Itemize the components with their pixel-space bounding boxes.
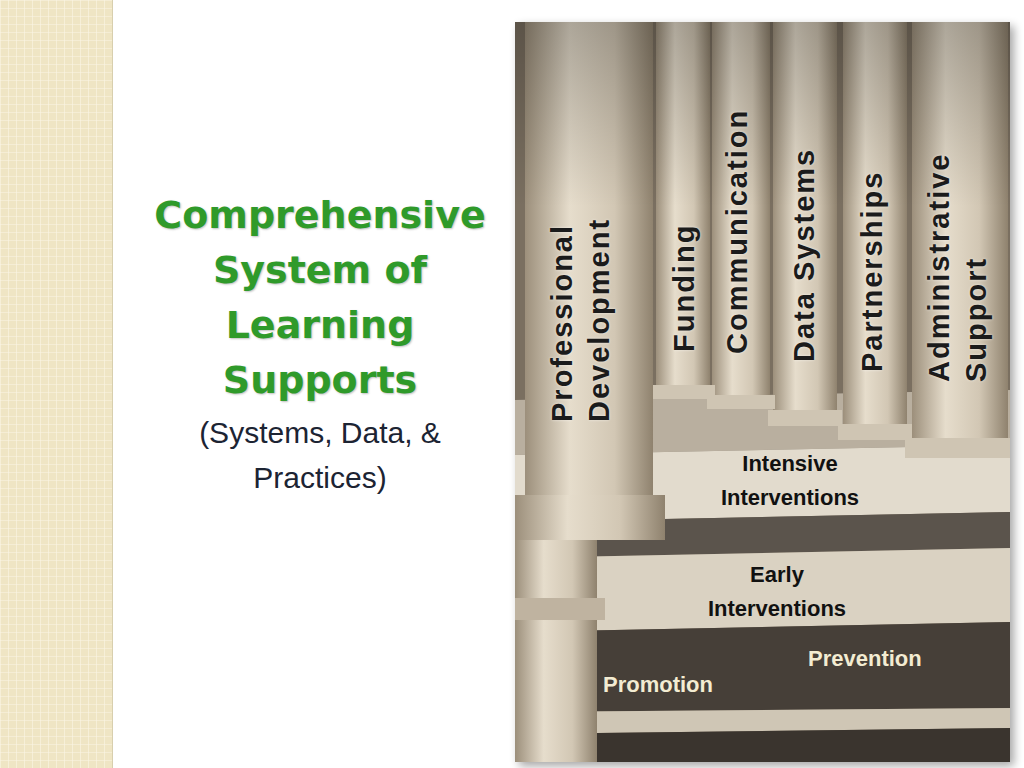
tier-label: Prevention [808, 645, 922, 673]
slide-subtitle: (Systems, Data, & Practices) [150, 410, 490, 500]
pillar-label: Partnerships [854, 171, 891, 372]
tier-label: Early Interventions [687, 558, 867, 626]
slide-title: Comprehensive System of Learning Support… [150, 188, 490, 408]
side-strip [0, 0, 112, 768]
pillar-label: Administrative Support [921, 137, 995, 382]
pillar-label: Funding [666, 224, 703, 352]
colonnade-photo [515, 22, 1010, 762]
tier-label: Promotion [603, 671, 713, 699]
tier-label: Intensive Interventions [700, 447, 880, 515]
photo-shade [515, 22, 1010, 762]
pillar-label: Communication [719, 109, 756, 354]
strip-edge [112, 0, 113, 768]
photo-ground [515, 22, 1010, 762]
pillar-label: Data Systems [786, 148, 823, 362]
pillar-label: Professional Development [544, 204, 618, 422]
